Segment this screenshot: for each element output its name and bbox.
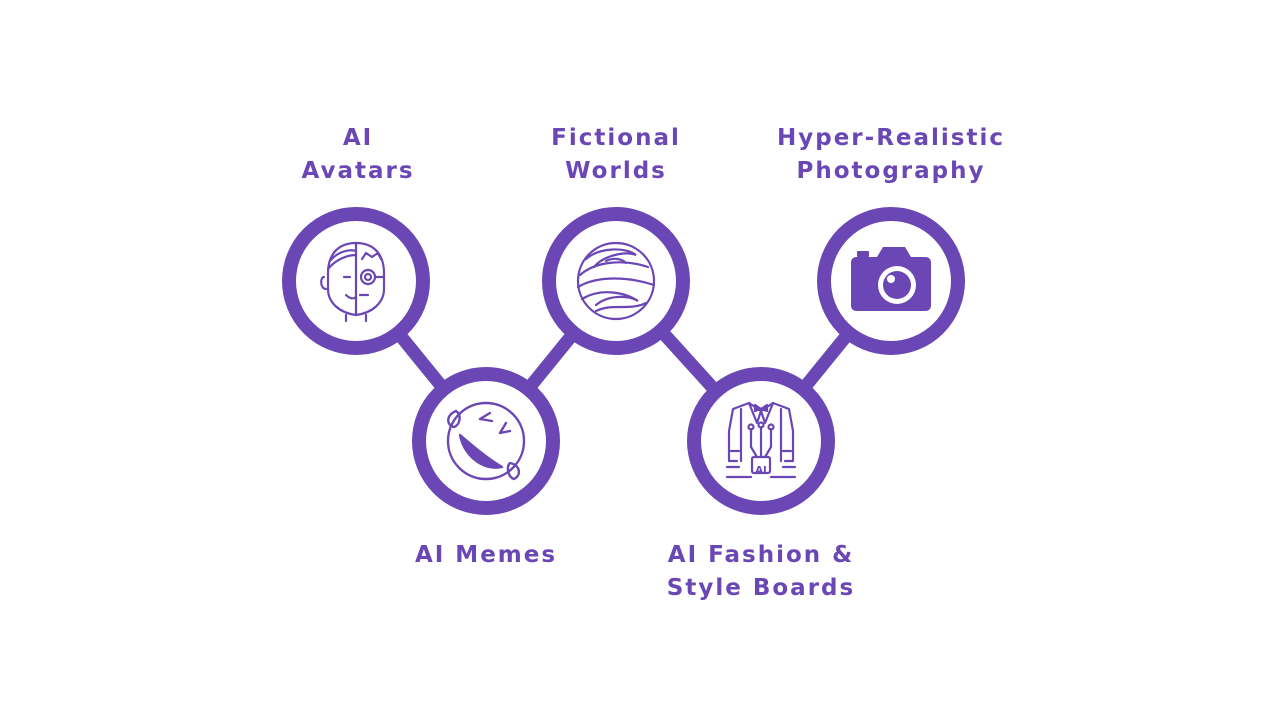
node-fictional-worlds: Fictional Worlds	[542, 125, 690, 355]
node-label-line2: Photography	[797, 158, 986, 184]
node-label-line2: Style Boards	[667, 575, 855, 601]
planet-icon	[576, 241, 656, 321]
cyborg-face-icon	[320, 241, 386, 323]
ai-suit-icon	[725, 401, 797, 479]
node-label-line1: AI	[343, 125, 373, 151]
node-label-line1: Hyper-Realistic	[777, 125, 1005, 151]
node-label-line1: Fictional	[551, 125, 681, 151]
node-hyper-realistic-photography: Hyper-Realistic Photography	[777, 125, 1005, 355]
node-ring	[542, 207, 690, 355]
node-label-line2: Worlds	[565, 158, 667, 184]
node-label-line2: Avatars	[301, 158, 414, 184]
ai-chip-label: AI	[755, 465, 766, 476]
node-ai-fashion: AI AI Fashion & Style Boards	[667, 367, 855, 601]
camera-icon	[851, 247, 931, 311]
node-label-line1: AI Memes	[415, 542, 557, 568]
node-ai-avatars: AI Avatars	[282, 125, 430, 355]
node-label-line1: AI Fashion &	[668, 542, 854, 568]
laughing-emoji-icon	[446, 401, 526, 481]
node-ring	[412, 367, 560, 515]
node-ai-memes: AI Memes	[412, 367, 560, 568]
